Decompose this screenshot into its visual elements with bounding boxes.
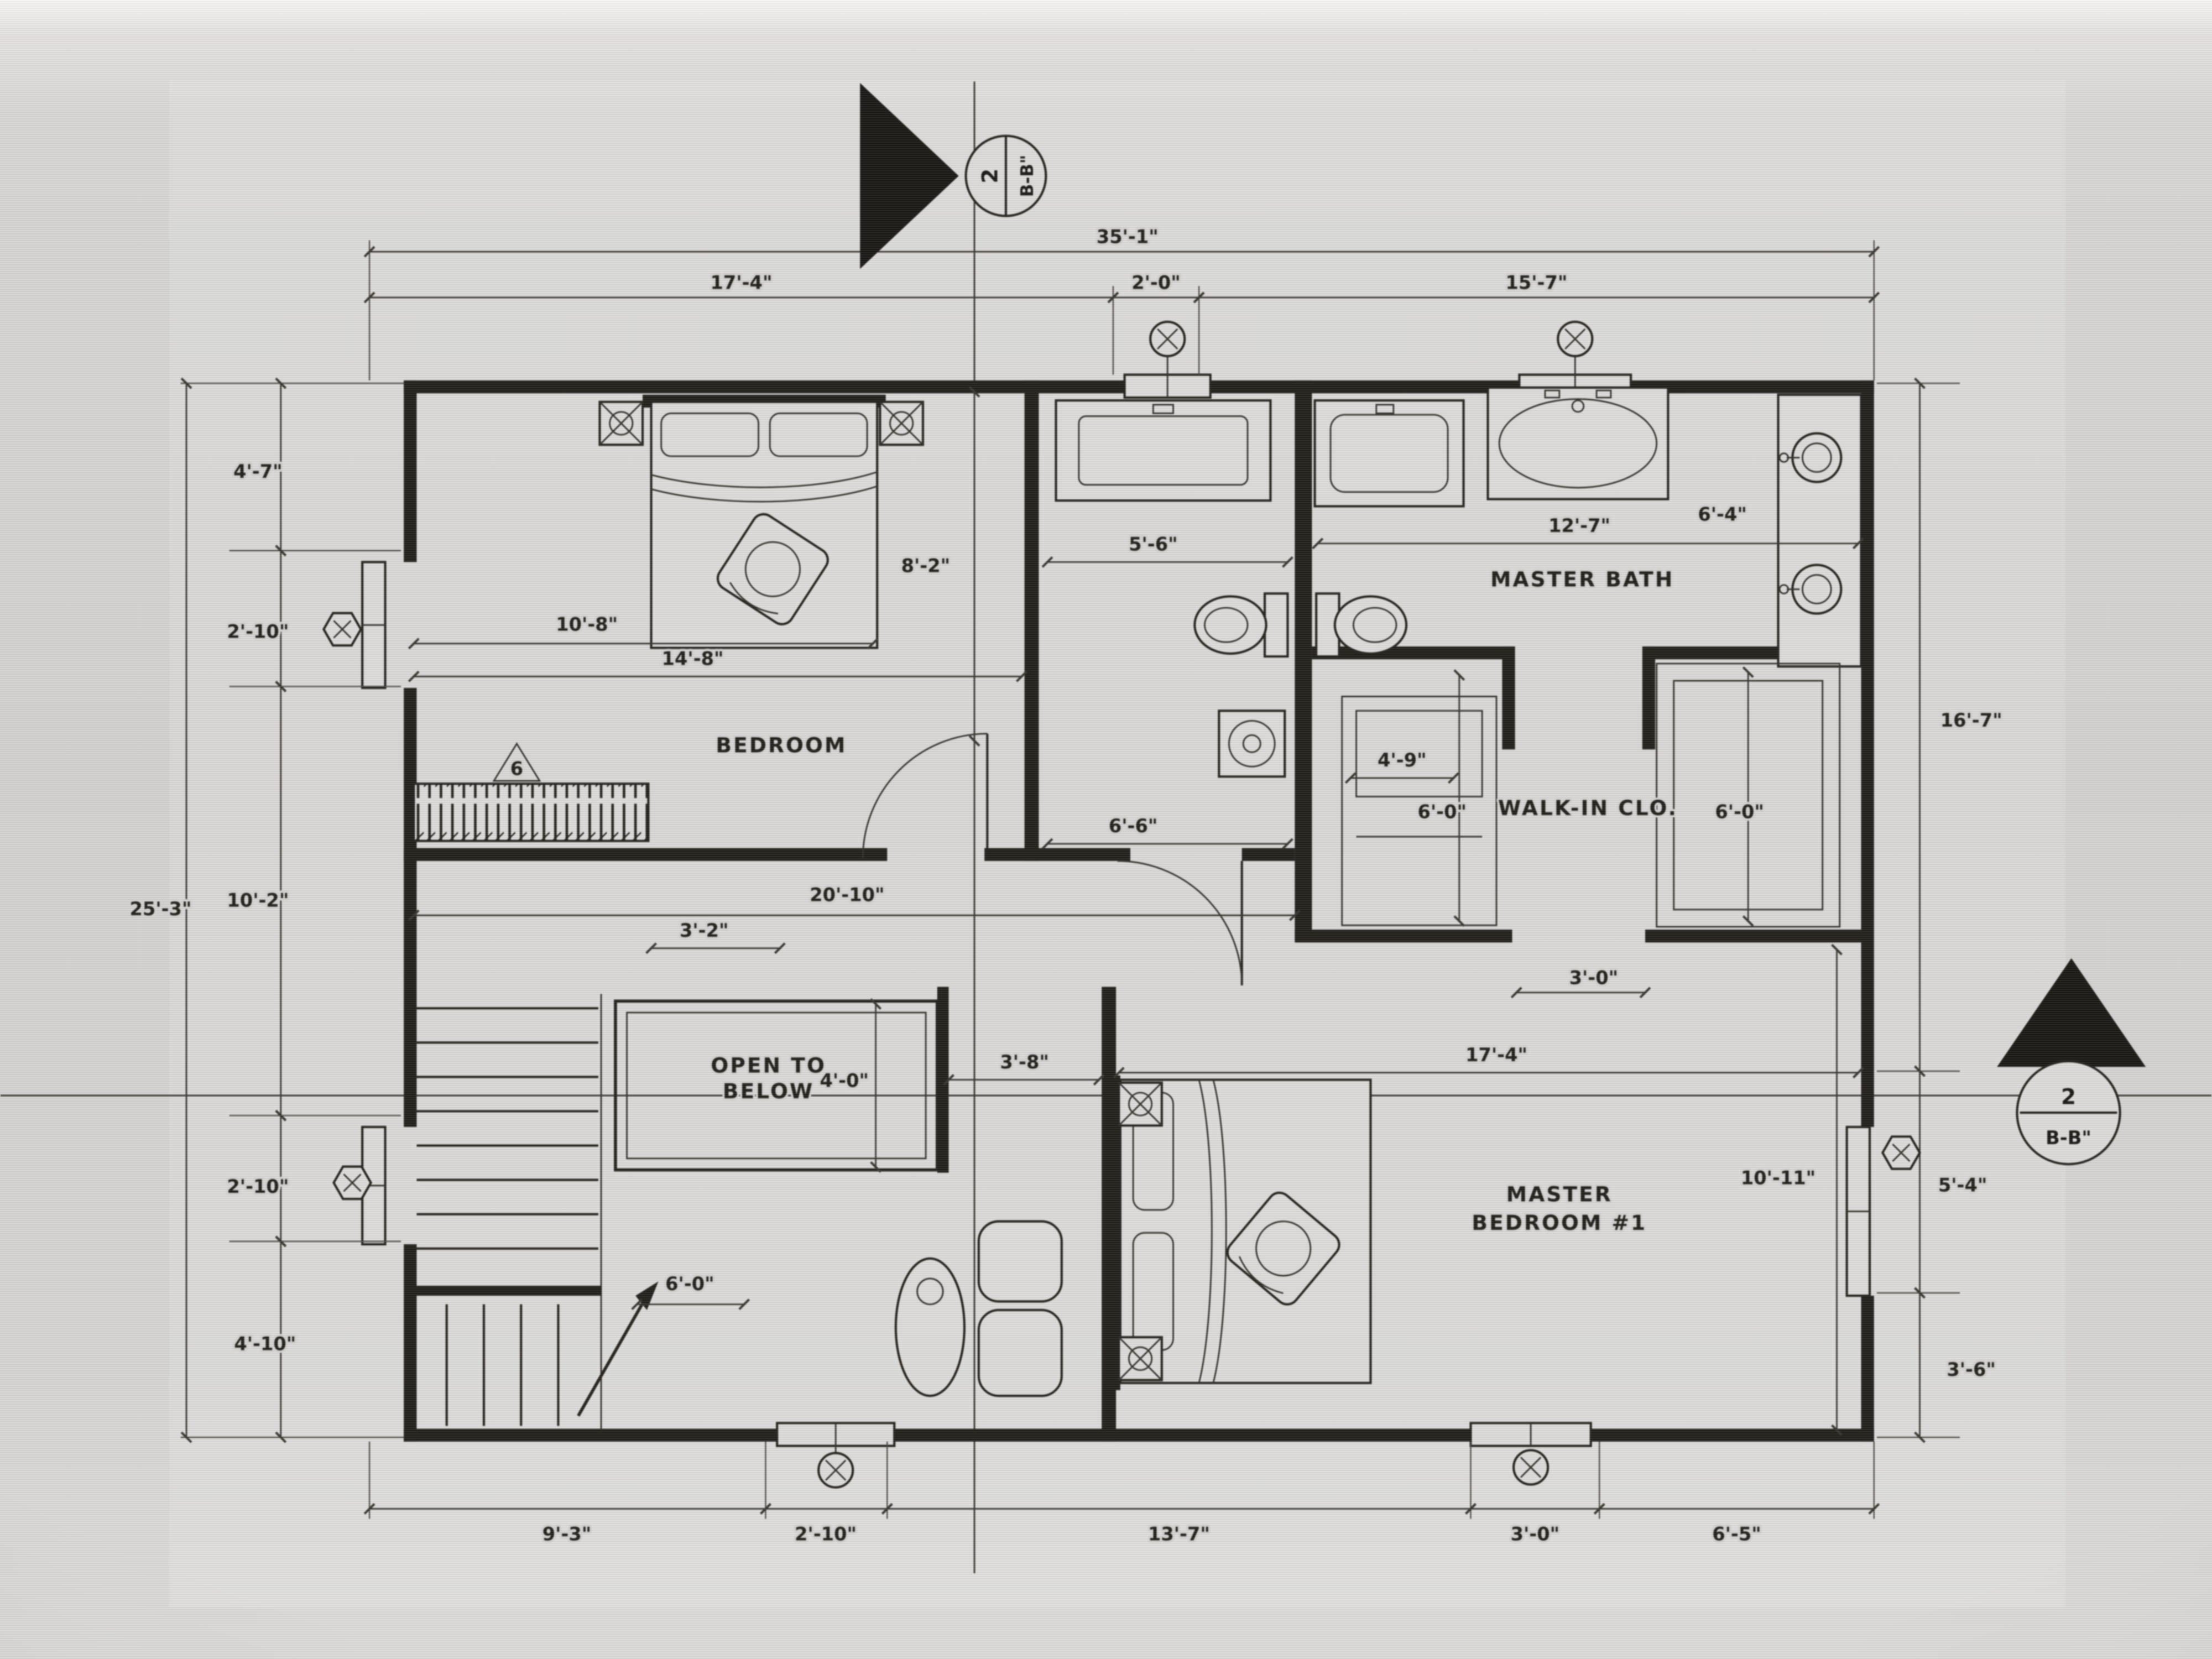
dim-right-b: 5'-4" <box>1938 1174 1987 1196</box>
dim-left-d: 2'-10" <box>227 1176 289 1197</box>
section-arrow-right <box>1997 958 2146 1067</box>
ottoman-1 <box>977 1220 1063 1303</box>
double-sink-counter <box>1777 393 1863 668</box>
dim-right-a: 16'-7" <box>1940 709 2002 731</box>
dim-bot-c: 13'-7" <box>1148 1523 1210 1545</box>
dim-hall-b: 6'-6" <box>1109 815 1158 837</box>
dim-left-c: 10'-2" <box>227 890 289 911</box>
dim-bath-a: 5'-6" <box>1129 534 1178 555</box>
toilet-1 <box>1193 592 1289 658</box>
section-top-number: 2 <box>978 169 1003 184</box>
freestanding-tub <box>894 1257 966 1397</box>
section-marker-top: 2 B-B" <box>860 83 1047 269</box>
dim-master-w: 17'-4" <box>1465 1044 1527 1066</box>
label-bedroom: BEDROOM <box>716 733 847 757</box>
dim-left-a: 4'-7" <box>233 461 283 482</box>
window-tag-left-2 <box>333 1167 371 1199</box>
dim-top-b: 2'-0" <box>1131 272 1181 293</box>
doors <box>862 733 1243 985</box>
dim-left-e: 4'-10" <box>234 1333 296 1354</box>
dim-left-overall: 25'-3" <box>130 898 192 920</box>
dim-closet-c: 6'-0" <box>1715 801 1764 822</box>
dim-top-a: 17'-4" <box>711 272 773 293</box>
sitting-fixtures <box>894 1220 1063 1397</box>
label-open-below-2: BELOW <box>723 1079 815 1103</box>
dim-stair-w: 6'-0" <box>665 1273 714 1295</box>
window-bottom-1 <box>776 1422 896 1453</box>
window-bottom-2 <box>1469 1422 1592 1447</box>
dim-bedroom-b: 14'-8" <box>662 648 724 670</box>
dim-landing-b: 3'-2" <box>680 920 729 941</box>
vanity-sink <box>1055 399 1272 502</box>
dim-open-w: 4'-0" <box>820 1070 869 1092</box>
master-nightstand-bottom <box>1119 1337 1162 1380</box>
closet-hatch <box>413 782 650 842</box>
room-labels: BEDROOM MASTER BATH WALK-IN CLO. OPEN TO… <box>708 565 1678 1237</box>
dim-bot-e: 6'-5" <box>1712 1523 1761 1545</box>
nightstand-left <box>599 402 643 445</box>
dimension-labels: 35'-1" 17'-4" 2'-0" 15'-7" 4'-7" 2'-10" … <box>127 223 2005 1547</box>
interior-walls <box>404 380 1861 1442</box>
section-right-number: 2 <box>2061 1085 2076 1110</box>
dim-bot-b: 2'-10" <box>795 1523 857 1545</box>
dim-bot-a: 9'-3" <box>542 1523 592 1545</box>
dim-closet-a: 4'-9" <box>1378 749 1427 771</box>
bedroom-furniture <box>413 394 923 842</box>
dimension-lines <box>180 246 1926 1515</box>
dim-master-bath-d: 6'-4" <box>1698 503 1747 525</box>
door-tag-triangle <box>492 742 541 782</box>
dim-open-gap: 3'-8" <box>1000 1051 1049 1073</box>
section-top-sheet: B-B" <box>1018 155 1037 197</box>
label-master-bath: MASTER BATH <box>1490 567 1674 591</box>
label-walk-in-closet: WALK-IN CLO. <box>1498 796 1678 820</box>
door-bedroom <box>862 733 989 858</box>
dim-master-bath-w: 12'-7" <box>1548 515 1610 536</box>
master-bed-headboard <box>1107 1075 1120 1390</box>
hall-bath-fixtures <box>1055 399 1408 778</box>
master-vanity <box>1313 399 1465 508</box>
dim-bot-d: 3'-0" <box>1511 1523 1560 1545</box>
ottoman-2 <box>977 1308 1063 1397</box>
master-bath-fixtures <box>1313 386 1863 668</box>
door-tag-number: 6 <box>510 758 523 780</box>
dim-bedroom-a: 10'-8" <box>556 614 618 635</box>
label-open-below-1: OPEN TO <box>711 1053 826 1078</box>
dim-landing-a: 20'-10" <box>810 884 884 905</box>
section-arrow-top <box>860 83 959 269</box>
label-master-bedroom-2: BEDROOM #1 <box>1472 1211 1647 1235</box>
window-tag-bottom-2 <box>1514 1450 1548 1484</box>
dim-left-b: 2'-10" <box>227 620 289 642</box>
window-right-1 <box>1845 1125 1871 1297</box>
dim-top-c: 15'-7" <box>1505 272 1567 293</box>
window-tag-left-1 <box>324 613 361 645</box>
toilet-2 <box>1315 592 1408 658</box>
dim-closet-door: 3'-0" <box>1569 967 1619 988</box>
open-to-below <box>614 999 939 1172</box>
section-right-sheet: B-B" <box>2046 1127 2091 1149</box>
window-tag-bottom-1 <box>818 1453 853 1488</box>
stairs <box>406 994 659 1431</box>
window-tag-right-1 <box>1882 1136 1919 1168</box>
nightstand-right <box>880 402 923 445</box>
window-top-1 <box>1123 356 1212 399</box>
door-hall-bath <box>1117 860 1243 985</box>
dim-closet-b: 6'-0" <box>1417 801 1467 822</box>
dim-master-d: 10'-11" <box>1741 1167 1815 1188</box>
master-nightstand-top <box>1119 1083 1162 1126</box>
floor-drain <box>1218 709 1286 778</box>
section-marker-right: 2 B-B" <box>1997 958 2146 1166</box>
window-left-1 <box>361 561 387 690</box>
label-master-bedroom-1: MASTER <box>1506 1182 1613 1206</box>
dim-hall-height: 8'-2" <box>901 555 951 576</box>
dim-top-overall: 35'-1" <box>1097 226 1159 248</box>
bathtub <box>1486 386 1670 500</box>
master-bedroom-furniture <box>1107 1075 1372 1390</box>
window-tag-top-1 <box>1150 322 1185 356</box>
window-tag-top-2 <box>1558 322 1592 356</box>
dim-right-c: 3'-6" <box>1947 1359 1996 1380</box>
